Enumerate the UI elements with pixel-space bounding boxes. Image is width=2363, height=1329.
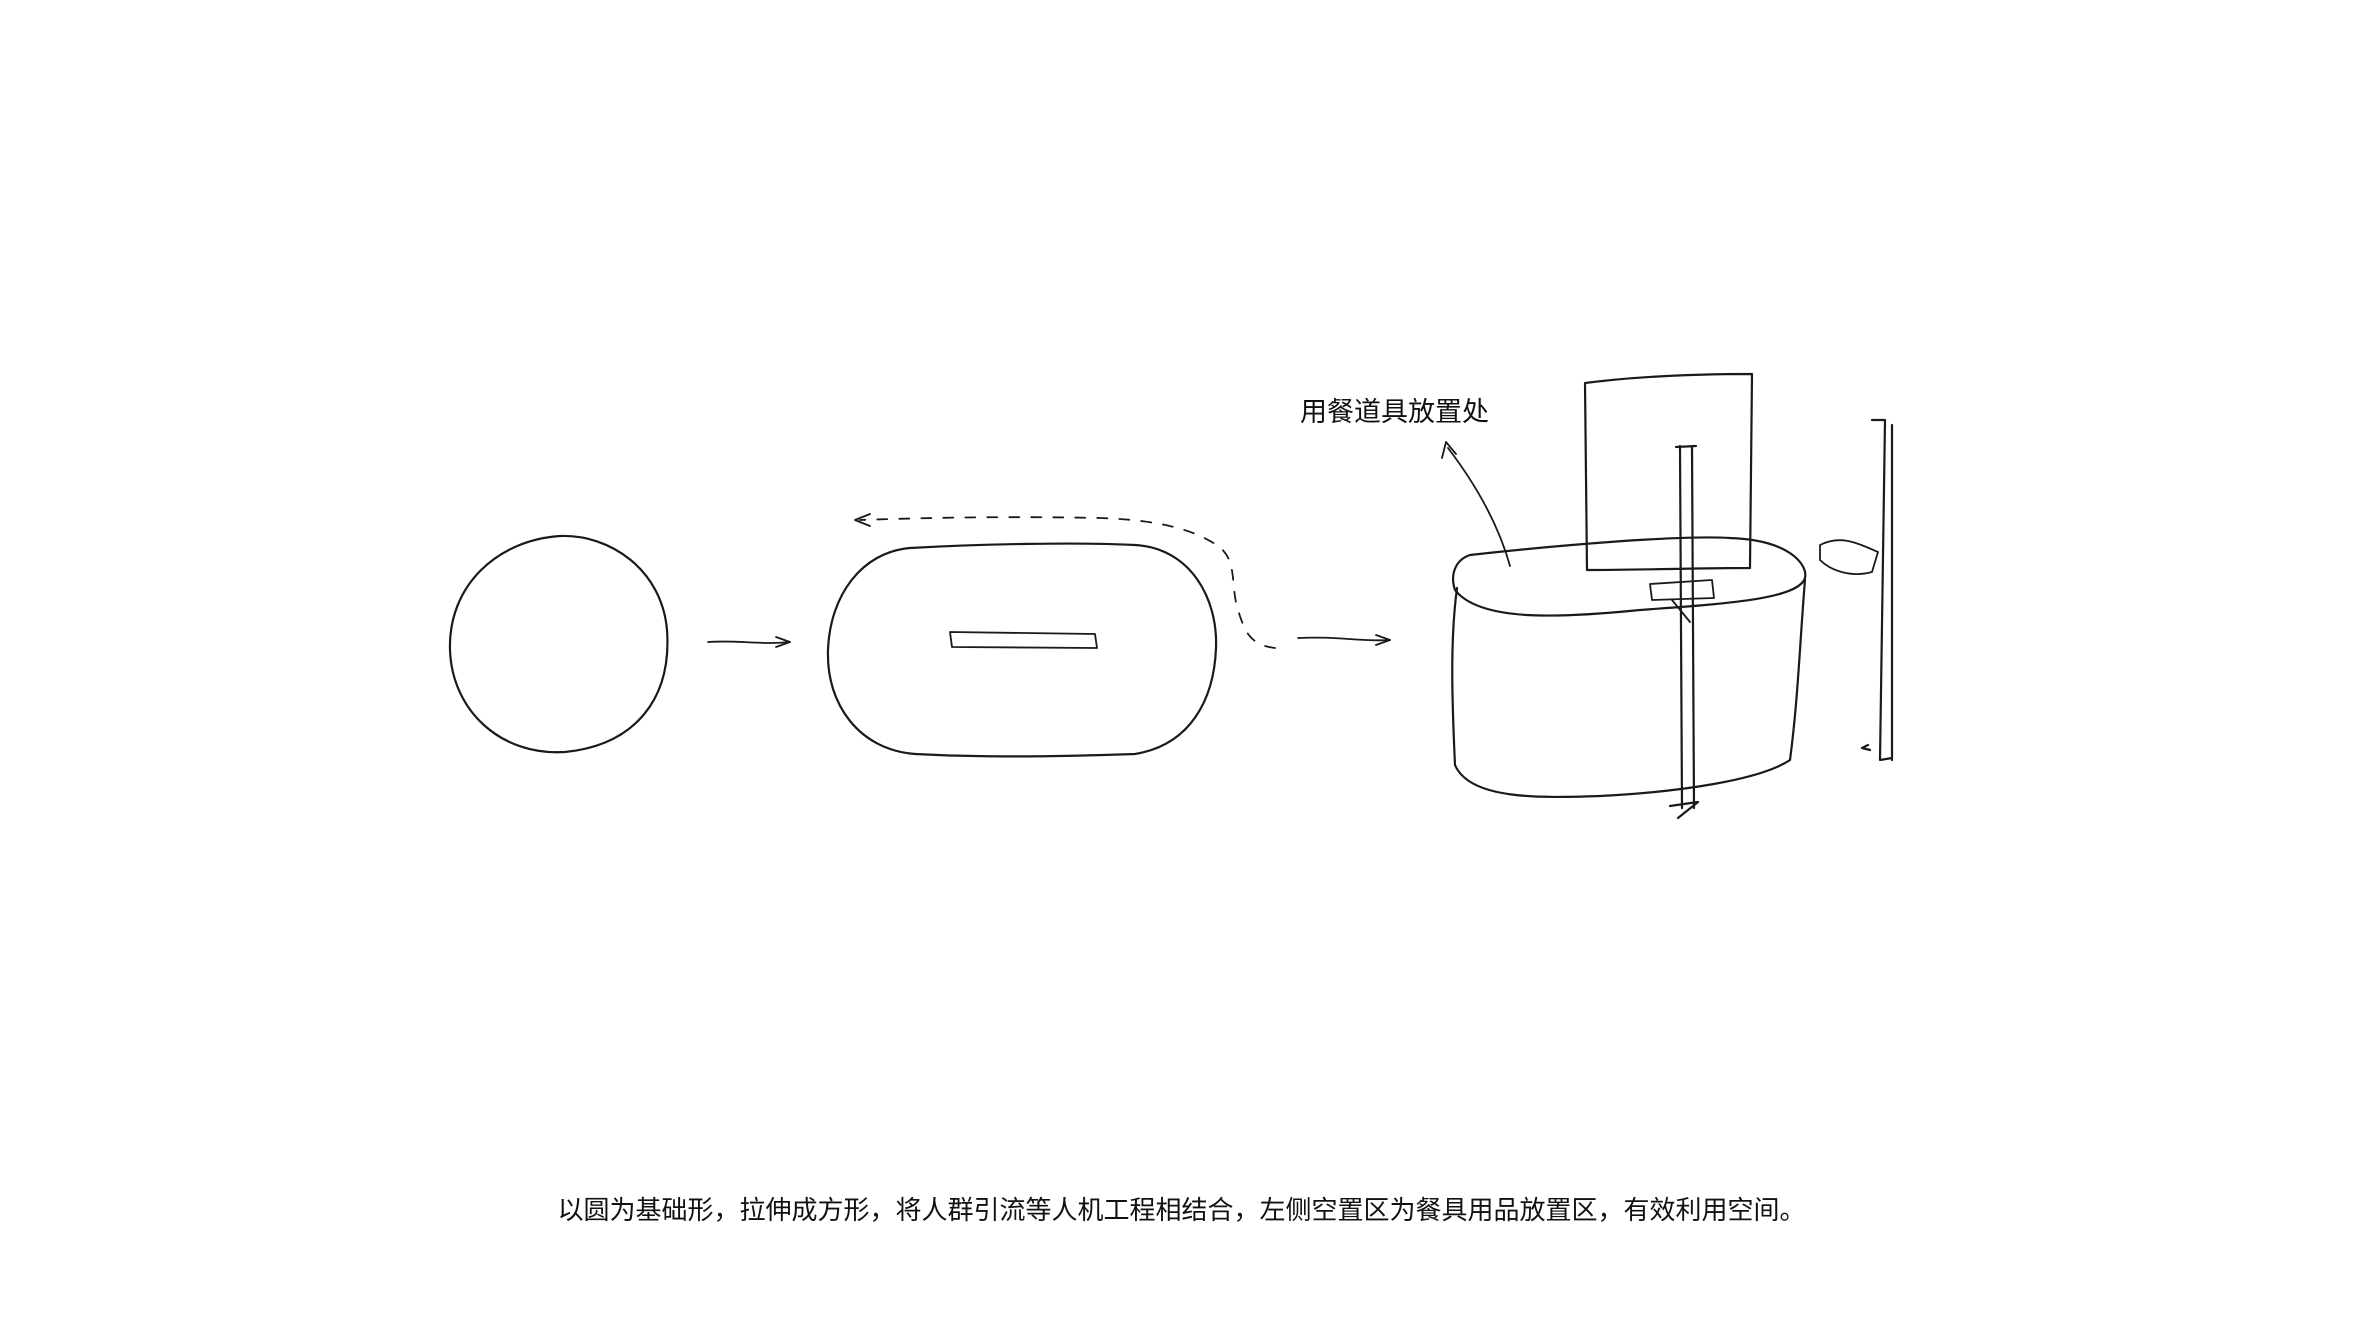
capsule-slot	[949, 631, 1098, 649]
dashed-flow-path	[859, 516, 1276, 649]
arrow-circle-to-capsule	[707, 640, 791, 644]
annotation-label: 用餐道具放置处	[1300, 397, 1489, 428]
table-tray	[1649, 579, 1715, 601]
table-top	[1452, 536, 1807, 617]
arrow-head-2	[1375, 634, 1391, 646]
caption-text: 以圆为基础形，拉伸成方形，将人群引流等人机工程相结合，左侧空置区为餐具用品放置区…	[557, 1196, 1806, 1226]
arrow-capsule-to-table	[1297, 636, 1391, 642]
backrest-panel	[1583, 372, 1754, 572]
tray-leg	[1671, 599, 1691, 623]
base-circle	[448, 534, 669, 754]
dashed-arrow-head	[854, 513, 871, 527]
annotation-leader-arrow	[1441, 441, 1457, 459]
annotation-leader-line	[1447, 447, 1511, 567]
center-pole	[1668, 444, 1700, 820]
arrow-head-1	[775, 636, 791, 648]
side-elevation-pole	[1860, 418, 1894, 762]
side-elevation-tray	[1819, 539, 1879, 575]
table-body	[1451, 578, 1807, 799]
stretched-capsule	[826, 542, 1218, 758]
